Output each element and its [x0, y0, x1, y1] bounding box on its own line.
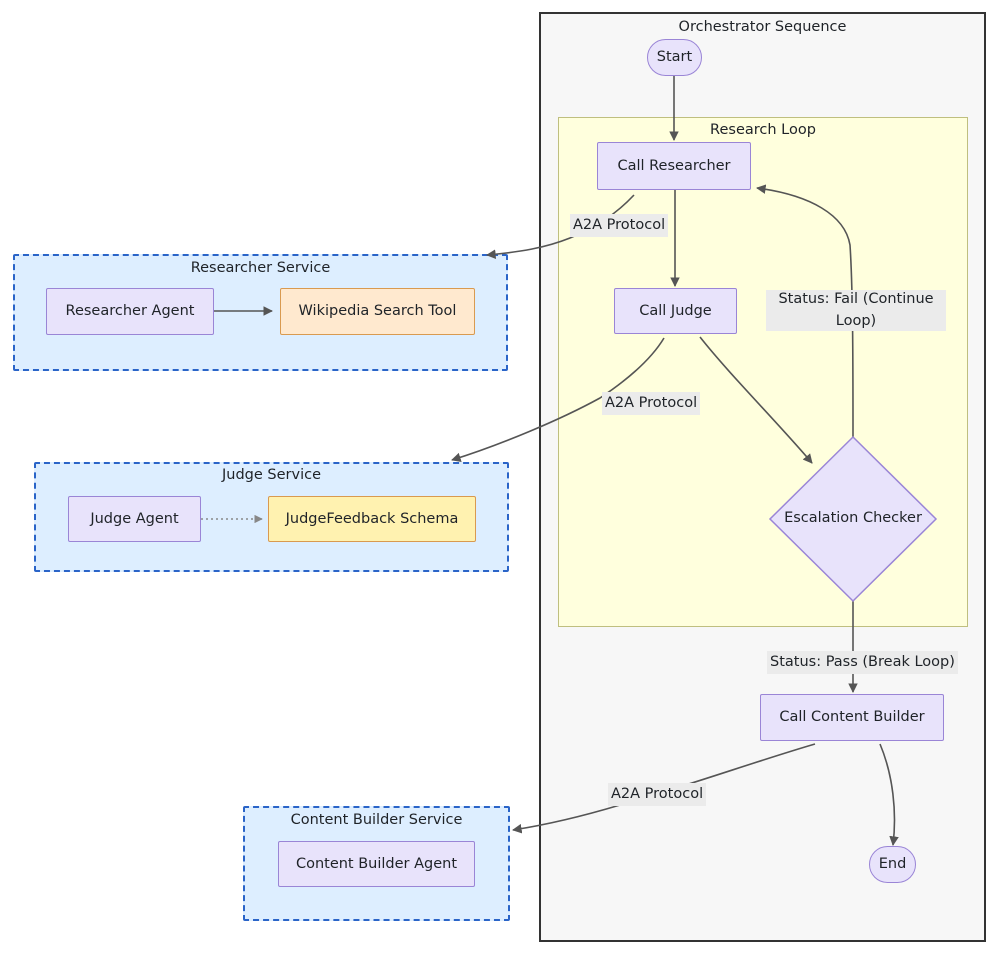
- edge-label-status-fail: Status: Fail (Continue Loop): [766, 290, 946, 331]
- container-orchestrator-sequence-title: Orchestrator Sequence: [678, 19, 847, 35]
- container-judge-service-title: Judge Service: [222, 467, 321, 483]
- node-wikipedia-search-tool[interactable]: Wikipedia Search Tool: [280, 288, 475, 335]
- container-research-loop-title: Research Loop: [710, 122, 816, 138]
- node-start[interactable]: Start: [647, 39, 702, 76]
- node-judge-feedback-schema[interactable]: JudgeFeedback Schema: [268, 496, 476, 542]
- node-end[interactable]: End: [869, 846, 916, 883]
- node-call-content-builder[interactable]: Call Content Builder: [760, 694, 944, 741]
- diamond-shape: [768, 435, 938, 603]
- node-judge-agent[interactable]: Judge Agent: [68, 496, 201, 542]
- edge-label-researcher-a2a: A2A Protocol: [570, 214, 669, 238]
- node-call-judge[interactable]: Call Judge: [614, 288, 737, 334]
- node-escalation-checker[interactable]: Escalation Checker: [768, 435, 938, 603]
- node-escalation-checker-label: Escalation Checker: [784, 510, 922, 526]
- edge-label-judge-a2a: A2A Protocol: [602, 392, 701, 416]
- node-content-builder-agent[interactable]: Content Builder Agent: [278, 841, 475, 887]
- edge-label-content-builder-a2a: A2A Protocol: [608, 783, 707, 807]
- container-content-builder-service-title: Content Builder Service: [290, 812, 463, 828]
- node-researcher-agent[interactable]: Researcher Agent: [46, 288, 214, 335]
- node-call-researcher[interactable]: Call Researcher: [597, 142, 751, 190]
- edge-label-status-pass: Status: Pass (Break Loop): [767, 651, 958, 675]
- container-researcher-service-title: Researcher Service: [190, 260, 331, 276]
